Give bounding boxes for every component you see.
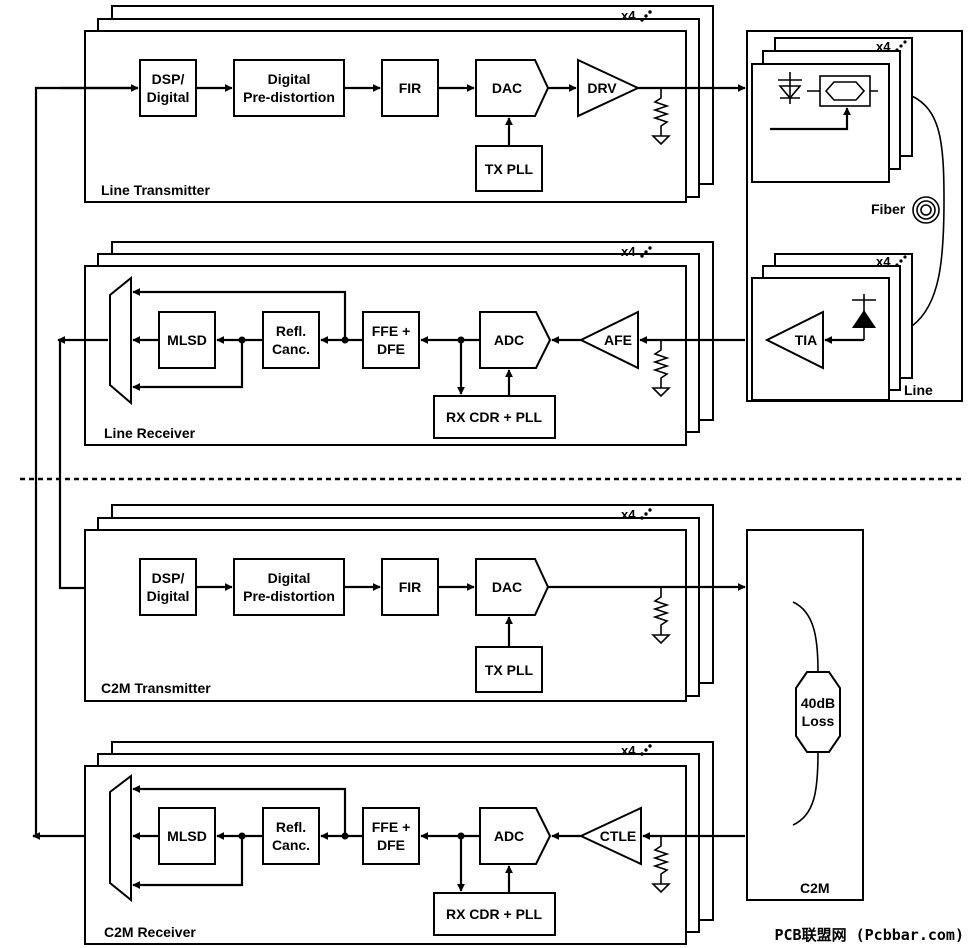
- refl-canc-block: [262, 311, 320, 369]
- section-title-c2m-transmitter: C2M Transmitter: [101, 680, 211, 696]
- refl-label-1: Refl.: [276, 323, 306, 339]
- photodiode-icon: [852, 294, 876, 340]
- adc-block: [479, 807, 552, 865]
- ctle-label: CTLE: [600, 828, 637, 844]
- driver-label: DRV: [587, 80, 617, 96]
- adc-block: [479, 311, 552, 369]
- ctle-amp: [578, 806, 642, 866]
- multiplier-label: x4: [621, 743, 636, 758]
- ffe-label-2: DFE: [377, 837, 405, 853]
- fiber-label: Fiber: [871, 201, 906, 217]
- driver-amp: [577, 58, 641, 118]
- dots-icon: [640, 10, 652, 22]
- watermark: PCB联盟网 (Pcbbar.com): [775, 926, 965, 944]
- predistortion-label-1: Digital: [268, 71, 311, 87]
- predistortion-label-2: Pre-distortion: [243, 588, 335, 604]
- dsp-label-1: DSP/: [152, 71, 185, 87]
- dac-block: [475, 558, 550, 616]
- fir-label: FIR: [399, 80, 422, 96]
- predistortion-block: [233, 558, 345, 616]
- refl-label-2: Canc.: [272, 837, 310, 853]
- section-title-line-transmitter: Line Transmitter: [101, 182, 210, 198]
- refl-canc-block: [262, 807, 320, 865]
- c2m-channel: 40dB Loss C2M: [746, 529, 864, 901]
- multiplier-label: x4: [876, 254, 891, 269]
- termination-resistor-icon: [651, 587, 671, 645]
- multiplier-label: x4: [621, 8, 636, 23]
- laser-diode-icon: [778, 72, 802, 104]
- dac-block: [475, 59, 550, 117]
- loss-element: [795, 671, 841, 753]
- dsp-block: [139, 558, 197, 616]
- fir-block: [381, 558, 439, 616]
- rx-cdr-pll-block: [433, 892, 556, 936]
- ffe-dfe-block: [362, 807, 420, 865]
- fiber-coil-icon: [912, 196, 940, 224]
- adc-label: ADC: [494, 332, 524, 348]
- demux-block: [109, 773, 132, 903]
- ffe-label-2: DFE: [377, 341, 405, 357]
- tia-label: TIA: [795, 332, 818, 348]
- multiplier-label: x4: [621, 244, 636, 259]
- c2m-receiver-panel: x4 C2M Receiver MLSD Refl. Canc. FFE + D…: [84, 741, 745, 945]
- afe-label: AFE: [604, 332, 632, 348]
- section-title-line-receiver: Line Receiver: [104, 425, 196, 441]
- predistortion-label-2: Pre-distortion: [243, 89, 335, 105]
- dac-label: DAC: [492, 80, 522, 96]
- line-optical-channel: x4 x4 TIA: [746, 30, 963, 402]
- dots-icon: [640, 744, 652, 756]
- tx-pll-block: [475, 145, 543, 192]
- termination-resistor-icon: [651, 88, 671, 146]
- refl-label-2: Canc.: [272, 341, 310, 357]
- refl-label-1: Refl.: [276, 819, 306, 835]
- ffe-label-1: FFE +: [372, 323, 411, 339]
- fir-label: FIR: [399, 579, 422, 595]
- section-title-c2m-receiver: C2M Receiver: [104, 924, 196, 940]
- adc-label: ADC: [494, 828, 524, 844]
- termination-resistor-icon: [651, 836, 671, 894]
- afe-amp: [578, 310, 639, 370]
- termination-resistor-icon: [651, 340, 671, 398]
- rx-cdr-label: RX CDR + PLL: [446, 906, 543, 922]
- tx-pll-label: TX PLL: [485, 161, 534, 177]
- multiplier-label: x4: [876, 39, 891, 54]
- dsp-block: [139, 59, 197, 117]
- ffe-dfe-block: [362, 311, 420, 369]
- tia-amp: [764, 310, 824, 370]
- line-label: Line: [904, 382, 933, 398]
- multiplier-label: x4: [621, 507, 636, 522]
- mlsd-label: MLSD: [167, 828, 207, 844]
- ffe-label-1: FFE +: [372, 819, 411, 835]
- line-receiver-panel: x4 Line Receiver MLSD Refl. Canc. FFE + …: [84, 241, 745, 446]
- dots-icon: [895, 255, 907, 267]
- predistortion-label-1: Digital: [268, 570, 311, 586]
- c2m-transmitter-panel: x4 C2M Transmitter DSP/ Digital Digital …: [84, 504, 746, 702]
- mlsd-block: [158, 311, 216, 369]
- dac-label: DAC: [492, 579, 522, 595]
- c2m-label: C2M: [800, 880, 830, 896]
- dots-icon: [895, 40, 907, 52]
- dsp-label-1: DSP/: [152, 570, 185, 586]
- dsp-label-2: Digital: [147, 89, 190, 105]
- rx-cdr-pll-block: [433, 395, 556, 439]
- dots-icon: [640, 508, 652, 520]
- mlsd-label: MLSD: [167, 332, 207, 348]
- rx-cdr-label: RX CDR + PLL: [446, 409, 543, 425]
- line-transmitter-panel: x4 Line Transmitter DSP/ Digital Digital…: [84, 5, 746, 203]
- dsp-label-2: Digital: [147, 588, 190, 604]
- predistortion-block: [233, 59, 345, 117]
- tx-pll-label: TX PLL: [485, 662, 534, 678]
- dots-icon: [640, 246, 652, 258]
- demux-block: [109, 275, 132, 406]
- loss-label-2: Loss: [802, 713, 835, 729]
- modulator-icon: [807, 75, 878, 107]
- loss-label-1: 40dB: [801, 695, 835, 711]
